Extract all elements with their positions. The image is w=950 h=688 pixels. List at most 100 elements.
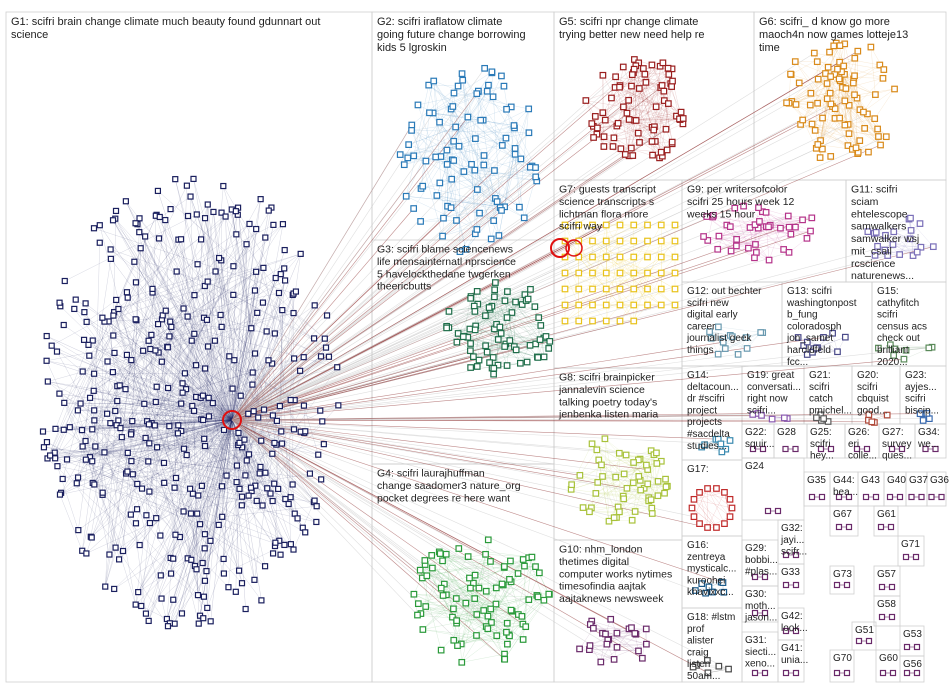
graph-node xyxy=(272,440,277,445)
graph-node xyxy=(891,671,896,676)
graph-node xyxy=(150,286,155,291)
graph-node xyxy=(135,481,140,486)
graph-node xyxy=(143,435,148,440)
graph-node xyxy=(908,215,914,221)
graph-node xyxy=(125,469,130,474)
graph-node xyxy=(65,457,70,462)
graph-node xyxy=(129,459,134,464)
graph-node xyxy=(637,140,643,146)
group-label-g10: G10: nhm_londonthetimes digitalcomputer … xyxy=(559,544,672,606)
graph-node xyxy=(512,146,518,152)
graph-node xyxy=(246,493,251,498)
graph-node xyxy=(198,522,203,527)
graph-node xyxy=(182,371,187,376)
graph-node xyxy=(793,224,799,230)
graph-node xyxy=(454,339,460,345)
graph-node xyxy=(130,472,135,477)
graph-node xyxy=(629,83,635,89)
graph-node xyxy=(180,381,185,386)
graph-node xyxy=(230,386,235,391)
group-label-g16: G16:zentreyamysticalc...kurooheikhavixxc… xyxy=(687,540,736,598)
graph-node xyxy=(793,102,799,108)
graph-node xyxy=(651,127,657,133)
graph-node xyxy=(644,641,650,647)
graph-node xyxy=(664,147,670,153)
graph-node xyxy=(467,326,473,332)
graph-node xyxy=(465,554,471,560)
graph-node xyxy=(881,67,887,73)
group-label-g30: G30:moth...jason... xyxy=(744,589,777,624)
graph-node xyxy=(111,313,116,318)
graph-node xyxy=(133,221,138,226)
graph-node xyxy=(569,482,575,488)
graph-node xyxy=(758,330,764,336)
graph-node xyxy=(640,655,646,661)
graph-node xyxy=(270,499,275,504)
graph-node xyxy=(587,509,593,515)
graph-node xyxy=(258,464,263,469)
graph-node xyxy=(800,117,806,123)
graph-node xyxy=(648,497,654,503)
graph-node xyxy=(108,421,113,426)
graph-node xyxy=(769,416,775,422)
graph-node xyxy=(176,423,181,428)
graph-node xyxy=(821,416,827,422)
graph-node xyxy=(601,134,607,140)
graph-node xyxy=(278,272,283,277)
graph-node xyxy=(589,441,595,447)
graph-node xyxy=(546,591,552,597)
graph-node xyxy=(455,643,461,649)
graph-node xyxy=(914,555,919,560)
graph-node xyxy=(125,450,130,455)
graph-node xyxy=(114,297,119,302)
graph-node xyxy=(590,318,596,324)
graph-node xyxy=(784,583,789,588)
graph-node xyxy=(637,86,643,92)
graph-node xyxy=(41,445,46,450)
graph-node xyxy=(631,286,637,292)
graph-node xyxy=(835,66,841,72)
graph-node xyxy=(79,428,84,433)
graph-node xyxy=(82,337,87,342)
graph-node xyxy=(577,646,583,652)
graph-node xyxy=(920,418,926,424)
graph-node xyxy=(216,522,221,527)
graph-node xyxy=(526,106,532,112)
graph-node xyxy=(604,222,610,228)
graph-node xyxy=(915,671,920,676)
graph-node xyxy=(845,583,850,588)
graph-node xyxy=(153,348,158,353)
graph-node xyxy=(179,401,184,406)
graph-node xyxy=(221,556,226,561)
graph-node xyxy=(90,427,95,432)
graph-node xyxy=(121,549,126,554)
graph-node xyxy=(546,346,552,352)
graph-node xyxy=(259,598,264,603)
graph-node xyxy=(631,480,637,486)
graph-node xyxy=(132,259,137,264)
graph-node xyxy=(533,174,539,180)
graph-node xyxy=(636,648,642,654)
graph-node xyxy=(861,109,867,115)
graph-node xyxy=(845,671,850,676)
graph-node xyxy=(624,110,630,116)
graph-node xyxy=(446,309,452,315)
graph-node xyxy=(498,331,504,337)
graph-node xyxy=(283,278,288,283)
graph-node xyxy=(474,289,480,295)
graph-node xyxy=(504,107,510,113)
graph-node xyxy=(491,366,497,372)
graph-node xyxy=(200,561,205,566)
graph-node xyxy=(810,495,815,500)
graph-node xyxy=(61,322,66,327)
graph-node xyxy=(617,84,623,90)
graph-node xyxy=(474,91,480,97)
graph-node xyxy=(146,422,151,427)
graph-node xyxy=(258,197,263,202)
graph-node xyxy=(502,564,508,570)
graph-node xyxy=(97,223,102,228)
graph-node xyxy=(74,481,79,486)
graph-node xyxy=(266,208,271,213)
group-label-g51: G51 xyxy=(855,625,874,636)
graph-node xyxy=(430,565,436,571)
